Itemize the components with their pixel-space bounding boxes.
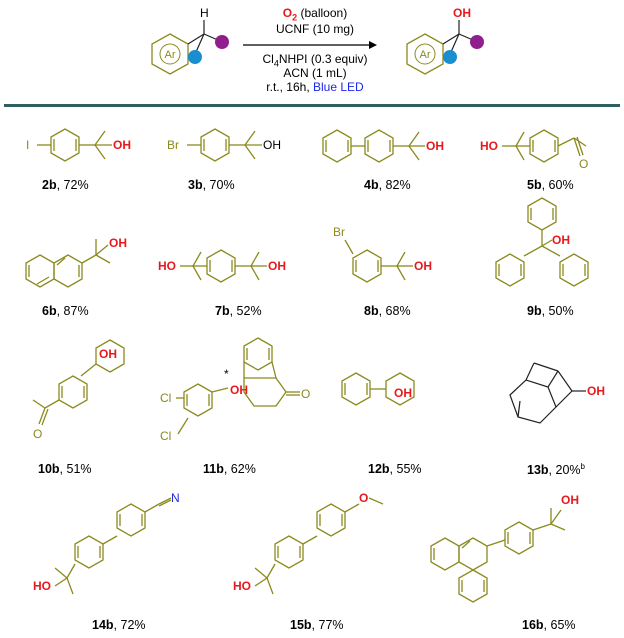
label-8b: 8b, 68% xyxy=(364,304,411,318)
hydroxyl-label: HO xyxy=(480,139,498,153)
hydroxyl-label: OH xyxy=(263,138,281,152)
label-9b: 9b, 50% xyxy=(527,304,574,318)
hydroxyl-label: OH xyxy=(426,139,444,153)
bromo-atom: Br xyxy=(333,225,345,239)
nitrile-nitrogen: N xyxy=(171,491,180,505)
label-10b: 10b, 51% xyxy=(38,462,92,476)
stereo-marker: * xyxy=(224,367,229,381)
chloro-atom: Cl xyxy=(160,391,171,405)
structure-7b: HO OH xyxy=(158,249,286,283)
hydroxyl-label: OH xyxy=(113,138,131,152)
carbonyl-oxygen: O xyxy=(33,427,42,441)
structure-8b: Br OH xyxy=(333,225,432,283)
reactant-structure: Ar H xyxy=(151,6,229,75)
condition-light: Blue LED xyxy=(313,80,364,94)
condition-solvent: ACN (1 mL) xyxy=(283,66,347,80)
blue-substituent-dot xyxy=(188,50,202,64)
structure-14b: HO N xyxy=(33,491,180,595)
label-15b: 15b, 77% xyxy=(290,618,344,632)
structure-15b: HO O xyxy=(233,491,384,595)
label-5b: 5b, 60% xyxy=(527,178,574,192)
structure-13b: OH xyxy=(509,362,605,424)
label-6b: 6b, 87% xyxy=(42,304,89,318)
hydroxyl-label: HO xyxy=(158,259,176,273)
hydroxyl-label: HO xyxy=(233,579,251,593)
purple-substituent-dot xyxy=(470,35,484,49)
oxidant-note: (balloon) xyxy=(300,6,348,20)
hydroxyl-label: OH xyxy=(394,386,412,400)
structure-11b: Cl Cl * OH O xyxy=(160,337,310,443)
divider xyxy=(4,104,620,107)
hydroxyl-label: OH xyxy=(587,384,605,398)
condition-oxidant: O2 (balloon) xyxy=(240,6,390,24)
label-14b: 14b, 72% xyxy=(92,618,146,632)
structure-2b: I OH xyxy=(26,128,131,162)
product-structure: Ar OH xyxy=(406,6,484,75)
structure-12b: OH xyxy=(341,372,415,406)
blue-substituent-dot xyxy=(443,50,457,64)
reactant-ring-label: Ar xyxy=(165,49,176,61)
condition-additive: Cl4NHPI (0.3 equiv) xyxy=(262,52,368,69)
hydroxyl-label: OH xyxy=(414,259,432,273)
label-13b: 13b, 20%b xyxy=(527,462,585,478)
label-12b: 12b, 55% xyxy=(368,462,422,476)
label-3b: 3b, 70% xyxy=(188,178,235,192)
condition-catalyst: UCNF (10 mg) xyxy=(275,22,354,36)
bromo-atom: Br xyxy=(167,138,179,152)
iodo-atom: I xyxy=(26,138,29,152)
hydroxyl-label: OH xyxy=(99,347,117,361)
label-11b: 11b, 62% xyxy=(203,462,256,476)
condition-time: r.t., 16h, xyxy=(266,80,310,94)
structure-10b: OH O xyxy=(32,339,125,441)
structure-6b: OH xyxy=(25,236,127,288)
structure-3b: Br OH xyxy=(167,128,281,162)
structure-5b: HO O xyxy=(480,129,588,171)
chloro-atom: Cl xyxy=(160,429,171,443)
hydroxyl-label: OH xyxy=(561,493,579,507)
reaction-scheme: Ar H Ar OH xyxy=(151,6,484,75)
oxidant-formula: O2 xyxy=(282,6,298,23)
label-2b: 2b, 72% xyxy=(42,178,89,192)
methoxy-oxygen: O xyxy=(359,491,368,505)
hydroxyl-label: OH xyxy=(109,236,127,250)
hydroxyl-label: HO xyxy=(33,579,51,593)
structure-4b: OH xyxy=(322,129,444,163)
label-7b: 7b, 52% xyxy=(215,304,262,318)
structure-16b: OH xyxy=(430,493,579,603)
hydroxyl-label: OH xyxy=(552,233,570,247)
condition-time-light: r.t., 16h, Blue LED xyxy=(240,80,390,94)
reactant-h-label: H xyxy=(200,6,209,20)
product-oh-label: OH xyxy=(453,6,471,20)
carbonyl-oxygen: O xyxy=(579,157,588,171)
structure-9b: OH xyxy=(495,197,589,287)
product-ring-label: Ar xyxy=(420,49,431,61)
label-4b: 4b, 82% xyxy=(364,178,411,192)
purple-substituent-dot xyxy=(215,35,229,49)
carbonyl-oxygen: O xyxy=(301,387,310,401)
hydroxyl-label: OH xyxy=(268,259,286,273)
label-16b: 16b, 65% xyxy=(522,618,576,632)
